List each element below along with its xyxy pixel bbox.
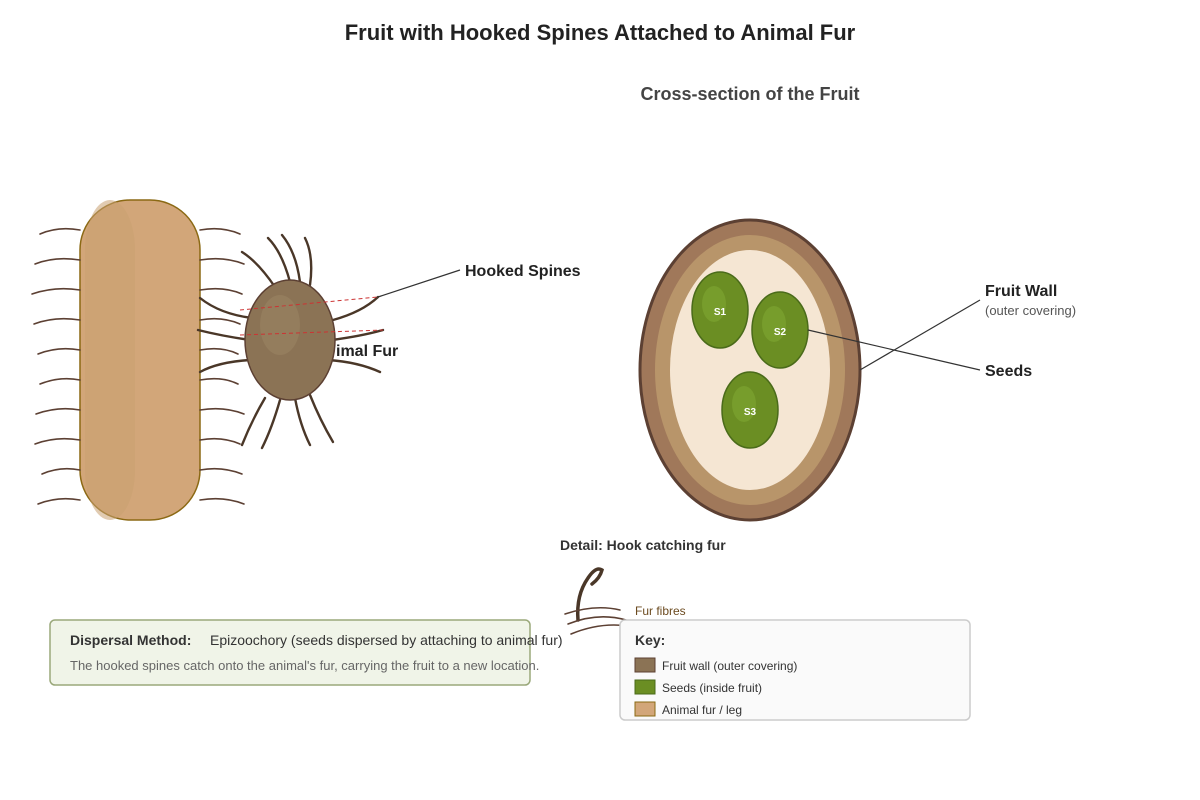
hooked-spines-leader	[377, 269, 461, 298]
legend-swatch	[634, 679, 656, 695]
seeds-leader	[807, 329, 981, 371]
dispersal-info-box: Dispersal Method: Epizoochory (seeds dis…	[49, 619, 563, 686]
legend-swatch	[634, 701, 656, 717]
animal-fur-label: imal Fur	[336, 343, 398, 360]
seed-1: S1	[691, 271, 749, 349]
detail-hook	[575, 567, 604, 622]
animal-leg-shading	[85, 200, 135, 520]
fruit-wall-leader	[859, 299, 981, 371]
detail-title: Detail: Hook catching fur	[560, 537, 726, 553]
legend-label: Animal fur / leg	[662, 703, 742, 717]
cross-section-title: Cross-section of the Fruit	[640, 84, 859, 104]
hooked-spines	[196, 233, 385, 450]
dispersal-description: The hooked spines catch onto the animal'…	[70, 658, 539, 673]
legend-item-seeds: Seeds (inside fruit)	[634, 679, 762, 695]
diagram-title: Fruit with Hooked Spines Attached to Ani…	[345, 20, 856, 45]
legend-heading: Key:	[635, 632, 665, 648]
seed-3-label: S3	[744, 407, 757, 418]
fur-strands-right	[199, 227, 245, 505]
fruit-wall-note: (outer covering)	[985, 303, 1076, 318]
dispersal-heading: Dispersal Method:	[70, 632, 191, 648]
fruit-with-spines: imal Fur Hooked Spines	[196, 233, 581, 450]
legend-label: Fruit wall (outer covering)	[662, 659, 797, 673]
legend-swatch	[634, 657, 656, 673]
fruit-flesh	[670, 250, 830, 490]
seed-2-label: S2	[774, 327, 787, 338]
detail-fur-fibres	[564, 606, 629, 635]
fruit-highlight	[260, 295, 300, 355]
fur-strands-left	[31, 227, 81, 505]
seeds-label: Seeds	[985, 363, 1032, 380]
legend-item-animal-fur: Animal fur / leg	[634, 701, 742, 717]
legend-item-fruit-wall: Fruit wall (outer covering)	[634, 657, 797, 673]
cross-section: S1 S2 S3 Fruit Wall (outer covering) See…	[638, 218, 1076, 522]
animal-leg-group	[31, 199, 245, 521]
hook-attachment-lines	[239, 296, 384, 336]
hooked-spines-label: Hooked Spines	[465, 263, 581, 280]
seed-2: S2	[751, 291, 809, 369]
dispersal-method: Epizoochory (seeds dispersed by attachin…	[210, 632, 563, 648]
fur-fibres-label: Fur fibres	[635, 604, 686, 618]
legend-label: Seeds (inside fruit)	[662, 681, 762, 695]
fruit-wall-label: Fruit Wall	[985, 283, 1057, 300]
seed-1-label: S1	[714, 307, 727, 318]
seed-3: S3	[721, 371, 779, 449]
legend-box: Key: Fruit wall (outer covering) Seeds (…	[619, 619, 971, 721]
